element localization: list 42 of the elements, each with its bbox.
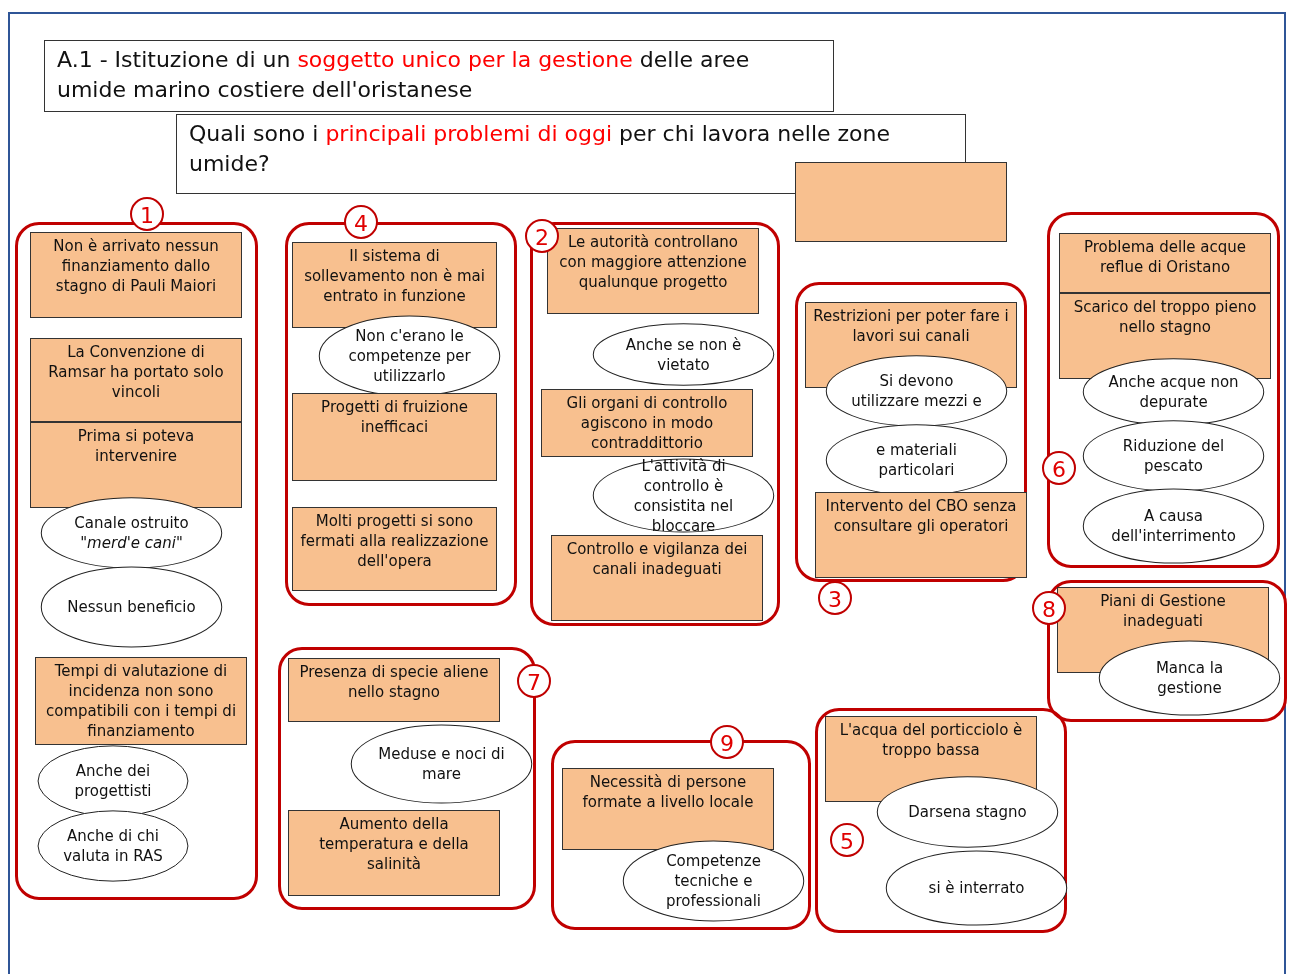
problem-box: Aumento della temperatura e della salinità (288, 810, 500, 896)
note-ellipse: si è interrato (885, 850, 1068, 926)
group-number: 3 (818, 581, 852, 615)
problem-box: Problema delle acque reflue di Oristano (1059, 233, 1271, 293)
group-number: 1 (130, 197, 164, 231)
group-number: 2 (525, 219, 559, 253)
problem-box: Presenza di specie aliene nello stagno (288, 658, 500, 722)
problem-box: Controllo e vigilanza dei canali inadeguati (551, 535, 763, 621)
note-ellipse: Canale ostruito "merd'e cani" (40, 497, 223, 569)
note-ellipse: Anche acque non depurate (1082, 358, 1265, 426)
note-ellipse: Darsena stagno (876, 776, 1059, 848)
problem-box: Progetti di fruizione inefficaci (292, 393, 497, 481)
note-ellipse: Si devono utilizzare mezzi e (825, 355, 1008, 427)
group-number: 4 (344, 205, 378, 239)
title-box: Quali sono i principali problemi di oggi per chi lavora nelle zone umide? (176, 114, 966, 194)
group-number: 7 (517, 664, 551, 698)
problem-box: Intervento del CBO senza consultare gli operatori (815, 492, 1027, 578)
problem-box: Necessità di persone formate a livello locale (562, 768, 774, 850)
note-ellipse: Anche se non è vietato (592, 323, 775, 386)
problem-box: Il sistema di sollevamento non è mai entrato in funzione (292, 242, 497, 328)
note-ellipse: A causa dell'interrimento (1082, 488, 1265, 564)
note-ellipse: Anche di chi valuta in RAS (37, 810, 189, 882)
group-number: 5 (830, 823, 864, 857)
problem-box (795, 162, 1007, 242)
group-number: 8 (1032, 591, 1066, 625)
note-ellipse: Riduzione del pescato (1082, 420, 1265, 492)
problem-box: Tempi di valutazione di incidenza non sono compatibili con i tempi di finanziamento (35, 657, 247, 745)
note-ellipse: Meduse e noci di mare (350, 724, 533, 804)
problem-box: Non è arrivato nessun finanziamento dallo stagno di Pauli Maiori (30, 232, 242, 318)
note-ellipse: L'attività di controllo è consistita nel bloccare (592, 458, 775, 533)
group-number: 9 (710, 725, 744, 759)
title-box: A.1 - Istituzione di un soggetto unico per la gestione delle aree umide marino costiere dell'oristanese (44, 40, 834, 112)
note-ellipse: Nessun beneficio (40, 566, 223, 648)
problem-box: Gli organi di controllo agiscono in modo contraddittorio (541, 389, 753, 457)
group-number: 6 (1042, 451, 1076, 485)
problem-box: Molti progetti si sono fermati alla realizzazione dell'opera (292, 507, 497, 591)
problem-box: La Convenzione di Ramsar ha portato solo vincoli (30, 338, 242, 422)
problem-box: Le autorità controllano con maggiore attenzione qualunque progetto (547, 228, 759, 314)
note-ellipse: Competenze tecniche e professionali (622, 840, 805, 922)
group-outline (815, 708, 1067, 933)
note-ellipse: Manca la gestione (1098, 640, 1281, 716)
problem-box: Prima si poteva intervenire (30, 422, 242, 508)
